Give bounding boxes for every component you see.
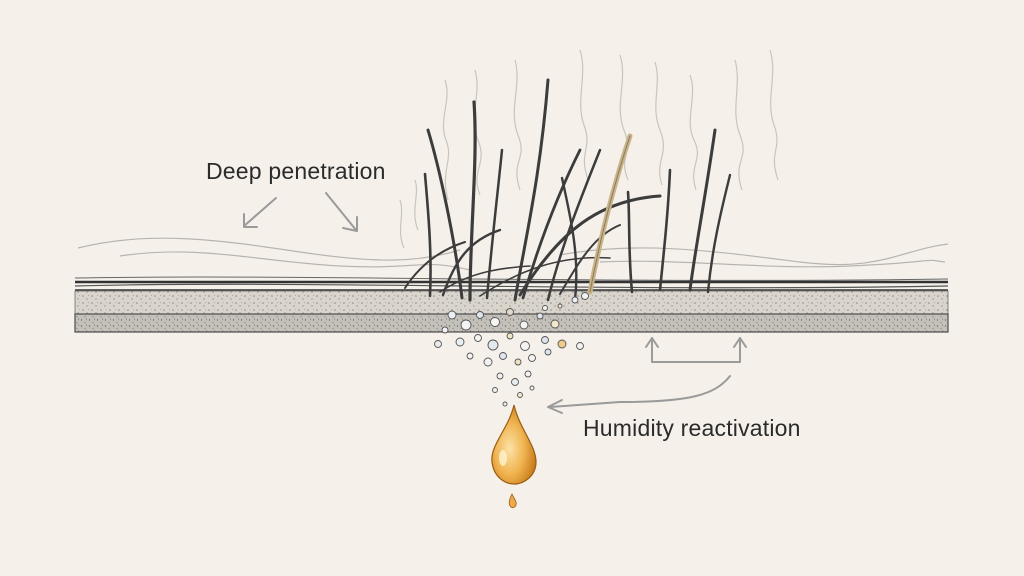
substrate-layer-bottom <box>74 313 949 333</box>
fiber-top-edge <box>74 276 949 291</box>
deep-penetration-arrows <box>243 192 358 232</box>
vapor-wisps <box>399 49 779 249</box>
deep-penetration-label: Deep penetration <box>206 158 386 184</box>
particle-cluster <box>434 292 589 407</box>
droplet-icon <box>491 404 537 509</box>
fibers <box>404 78 732 302</box>
humidity-reactivation-arrows <box>547 337 747 414</box>
humidity-reactivation-label: Humidity reactivation <box>583 415 801 441</box>
surface-strands <box>77 237 949 271</box>
